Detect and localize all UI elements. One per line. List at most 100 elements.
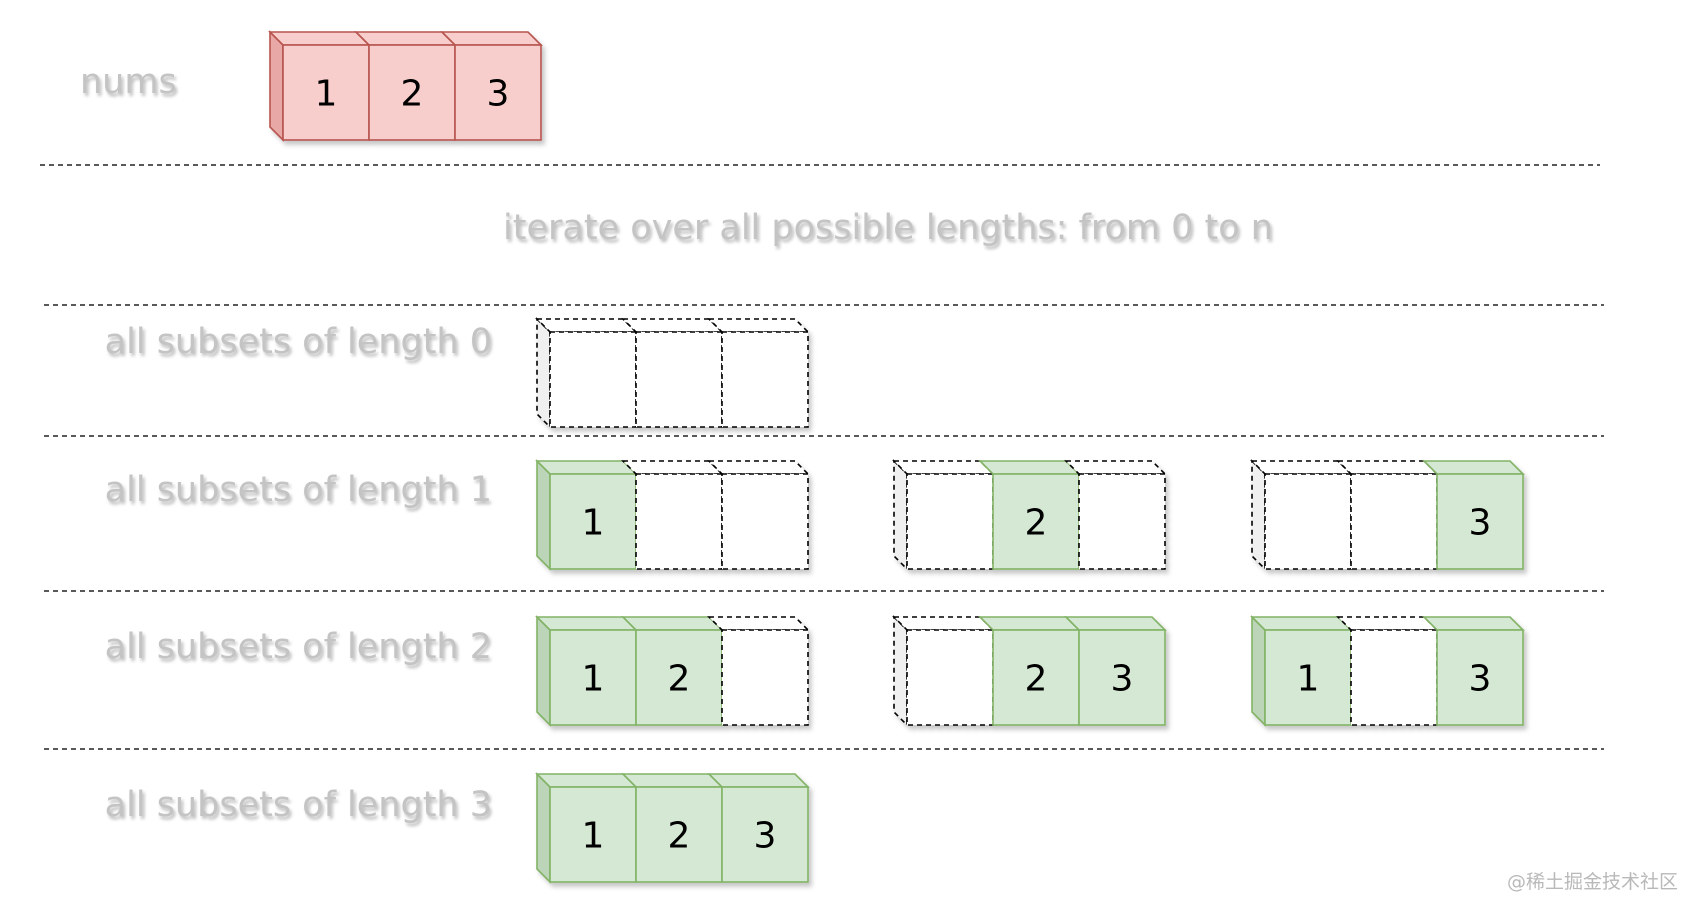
subset-group-len0-0-cell-1-front-face xyxy=(635,331,723,428)
subset-group-len1-1-cell-1-front-face xyxy=(992,473,1080,570)
subset-group-len1-0-cell-2-top-face xyxy=(707,460,810,475)
subset-group-len2-0-cell-1-value: 2 xyxy=(668,659,691,700)
subset-group-len2-1-cell-2-front-face xyxy=(1078,629,1166,726)
row-label-length-2: all subsets of length 2 xyxy=(104,627,492,667)
subset-group-len1-1-cell-2-front-face xyxy=(1078,473,1166,570)
subset-group-len1-2: 3 xyxy=(1250,459,1525,571)
subset-group-len0-0-cell-2-front-face xyxy=(721,331,809,428)
nums-cube-group-cell-1-value: 2 xyxy=(401,74,424,115)
subset-group-len1-0-cell-1-top-face xyxy=(621,460,724,475)
subset-group-len2-0-cell-2-front-face xyxy=(721,629,809,726)
nums-label: nums xyxy=(80,62,177,102)
subset-group-len2-2-cell-0-value: 1 xyxy=(1297,659,1320,700)
subset-group-len2-1-cell-2-top-face xyxy=(1064,616,1167,631)
subset-group-len2-1-cell-2-value: 3 xyxy=(1111,659,1134,700)
subset-group-len2-1-cell-0-top-face xyxy=(892,616,995,631)
row-label-length-1: all subsets of length 1 xyxy=(104,470,492,510)
subset-group-len3-0-left-face xyxy=(536,772,551,884)
subset-group-len3-0-cell-0-front-face xyxy=(549,786,637,883)
subset-group-len1-0-cell-1-front-face xyxy=(635,473,723,570)
subset-group-len2-0-cell-0-top-face xyxy=(535,616,638,631)
subset-group-len2-0-cell-2-top-face xyxy=(707,616,810,631)
subset-group-len0-0-cell-1-top-face xyxy=(621,318,724,333)
subset-group-len2-2-cell-2-top-face xyxy=(1422,616,1525,631)
separator-lines xyxy=(40,164,1604,750)
subset-group-len1-0-cell-0: 1 xyxy=(535,460,638,570)
subset-group-len3-0-cell-2: 3 xyxy=(707,773,810,883)
subset-group-len2-1-cell-1-top-face xyxy=(978,616,1081,631)
subset-group-len1-2-cell-2-front-face xyxy=(1436,473,1524,570)
row-label-length-0: all subsets of length 0 xyxy=(104,322,492,362)
subset-group-len0-0-cell-0-top-face xyxy=(535,318,638,333)
subset-group-len0-0-left-face xyxy=(536,317,551,429)
subset-group-len2-2-cell-1-top-face xyxy=(1336,616,1439,631)
subset-group-len2-1-cell-0 xyxy=(892,616,995,726)
watermark: @稀土掘金技术社区 xyxy=(1506,871,1678,893)
subset-group-len1-0: 1 xyxy=(535,459,810,571)
subset-group-len1-0-cell-2-front-face xyxy=(721,473,809,570)
subset-group-len1-1-cell-1-top-face xyxy=(978,460,1081,475)
nums-cube-group-cell-2-value: 3 xyxy=(487,74,510,115)
subset-group-len1-0-cell-1 xyxy=(621,460,724,570)
subset-group-len1-2-left-face xyxy=(1251,459,1266,571)
nums-cube-group-left-face xyxy=(269,30,284,142)
subset-group-len1-2-cell-0-top-face xyxy=(1250,460,1353,475)
subset-group-len0-0-cell-0-front-face xyxy=(549,331,637,428)
subset-group-len1-0-cell-0-top-face xyxy=(535,460,638,475)
subset-group-len2-2-cell-2: 3 xyxy=(1422,616,1525,726)
subset-group-len3-0-cell-0: 1 xyxy=(535,773,638,883)
subset-group-len2-2-cell-2-front-face xyxy=(1436,629,1524,726)
subset-group-len2-0-cell-0-value: 1 xyxy=(582,659,605,700)
subset-group-len1-1-cell-1: 2 xyxy=(978,460,1081,570)
subset-group-len2-0-left-face xyxy=(536,615,551,727)
subset-group-len2-0-cell-1-top-face xyxy=(621,616,724,631)
nums-cube-group-cell-2-top-face xyxy=(440,31,543,46)
subset-group-len2-0-cell-2 xyxy=(707,616,810,726)
subset-group-len2-1-cell-1-value: 2 xyxy=(1025,659,1048,700)
subset-group-len2-1-cell-2: 3 xyxy=(1064,616,1167,726)
nums-cube-group-cell-0-value: 1 xyxy=(315,74,338,115)
nums-cube-group-cell-1-top-face xyxy=(354,31,457,46)
subset-group-len1-2-cell-2: 3 xyxy=(1422,460,1525,570)
subset-group-len2-1-cell-0-front-face xyxy=(906,629,994,726)
subset-group-len1-1-cell-0-front-face xyxy=(906,473,994,570)
subset-group-len0-0-cell-0 xyxy=(535,318,638,428)
subset-group-len1-2-cell-2-value: 3 xyxy=(1469,503,1492,544)
subset-group-len1-2-cell-1 xyxy=(1336,460,1439,570)
subset-group-len0-0-cell-2-top-face xyxy=(707,318,810,333)
subset-group-len2-0-cell-0: 1 xyxy=(535,616,638,726)
subset-group-len2-1-cell-1-front-face xyxy=(992,629,1080,726)
subset-group-len1-0-cell-2 xyxy=(707,460,810,570)
subset-group-len0-0 xyxy=(535,317,810,429)
subset-group-len1-2-cell-0-front-face xyxy=(1264,473,1352,570)
subset-group-len2-2-cell-1-front-face xyxy=(1350,629,1438,726)
subset-group-len2-2-cell-1 xyxy=(1336,616,1439,726)
subset-group-len2-2-cell-2-value: 3 xyxy=(1469,659,1492,700)
subset-group-len2-1-left-face xyxy=(893,615,908,727)
subset-group-len2-0-cell-1: 2 xyxy=(621,616,724,726)
subset-group-len2-2-cell-0: 1 xyxy=(1250,616,1353,726)
subset-group-len1-1: 2 xyxy=(892,459,1167,571)
nums-cube-group-cell-1: 2 xyxy=(354,31,457,141)
row-label-length-3: all subsets of length 3 xyxy=(104,785,492,825)
subset-group-len3-0-cell-0-top-face xyxy=(535,773,638,788)
subset-group-len3-0-cell-0-value: 1 xyxy=(582,816,605,857)
subset-group-len1-0-cell-0-value: 1 xyxy=(582,503,605,544)
subset-group-len1-1-cell-2-top-face xyxy=(1064,460,1167,475)
subset-group-len3-0-cell-2-value: 3 xyxy=(754,816,777,857)
subset-group-len1-1-cell-0-top-face xyxy=(892,460,995,475)
nums-cube-group-cell-2-front-face xyxy=(454,44,542,141)
subset-group-len1-2-cell-2-top-face xyxy=(1422,460,1525,475)
subset-group-len1-1-left-face xyxy=(893,459,908,571)
subset-group-len2-0-cell-1-front-face xyxy=(635,629,723,726)
subset-group-len1-1-cell-1-value: 2 xyxy=(1025,503,1048,544)
nums-cube-group-cell-0-top-face xyxy=(268,31,371,46)
subset-group-len1-2-cell-1-front-face xyxy=(1350,473,1438,570)
subset-group-len2-1-cell-1: 2 xyxy=(978,616,1081,726)
subset-group-len0-0-cell-1 xyxy=(621,318,724,428)
